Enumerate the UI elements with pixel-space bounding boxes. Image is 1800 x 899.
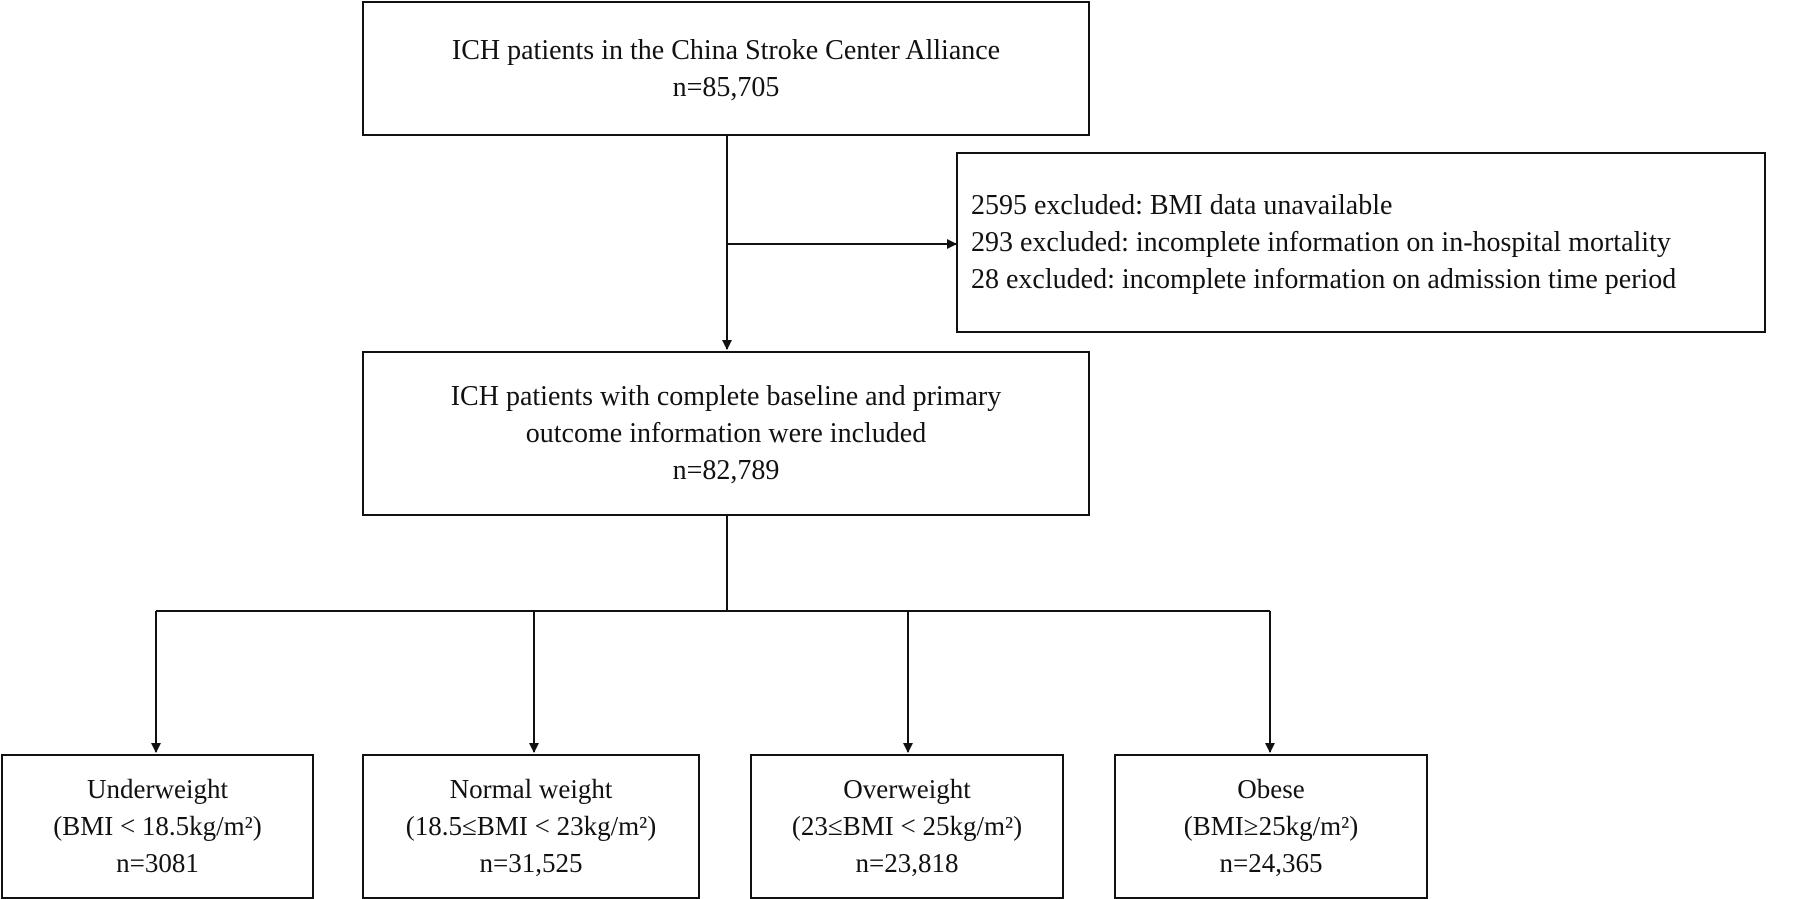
- exclusion-mortality: 293 excluded: incomplete information on …: [971, 227, 1671, 258]
- top-box-count: n=85,705: [672, 71, 780, 103]
- group-criteria: (BMI < 18.5kg/m²): [53, 811, 262, 841]
- group-count: n=24,365: [1219, 848, 1323, 878]
- included-box-line1: ICH patients with complete baseline and …: [450, 381, 1002, 412]
- group-criteria: (18.5≤BMI < 23kg/m²): [405, 811, 657, 841]
- group-name: Normal weight: [449, 774, 613, 804]
- group-box-obese: Obese (BMI≥25kg/m²) n=24,365: [1114, 754, 1428, 899]
- group-box-overweight: Overweight (23≤BMI < 25kg/m²) n=23,818: [750, 754, 1064, 899]
- top-box-title: ICH patients in the China Stroke Center …: [451, 34, 1001, 66]
- group-count: n=3081: [116, 848, 199, 878]
- exclusion-admission-time: 28 excluded: incomplete information on a…: [971, 264, 1677, 295]
- group-criteria: (23≤BMI < 25kg/m²): [791, 811, 1023, 841]
- group-criteria: (BMI≥25kg/m²): [1183, 811, 1359, 841]
- group-box-normal-weight: Normal weight (18.5≤BMI < 23kg/m²) n=31,…: [362, 754, 700, 899]
- top-box: ICH patients in the China Stroke Center …: [362, 1, 1090, 136]
- included-box-line2: outcome information were included: [525, 418, 927, 449]
- included-box-count: n=82,789: [672, 455, 780, 486]
- group-count: n=23,818: [855, 848, 959, 878]
- exclusion-box: 2595 excluded: BMI data unavailable 293 …: [956, 152, 1766, 333]
- exclusion-bmi: 2595 excluded: BMI data unavailable: [971, 190, 1393, 221]
- group-name: Overweight: [843, 774, 971, 804]
- group-count: n=31,525: [479, 848, 583, 878]
- group-box-underweight: Underweight (BMI < 18.5kg/m²) n=3081: [1, 754, 314, 899]
- included-box: ICH patients with complete baseline and …: [362, 351, 1090, 516]
- group-name: Obese: [1237, 774, 1305, 804]
- group-name: Underweight: [87, 774, 228, 804]
